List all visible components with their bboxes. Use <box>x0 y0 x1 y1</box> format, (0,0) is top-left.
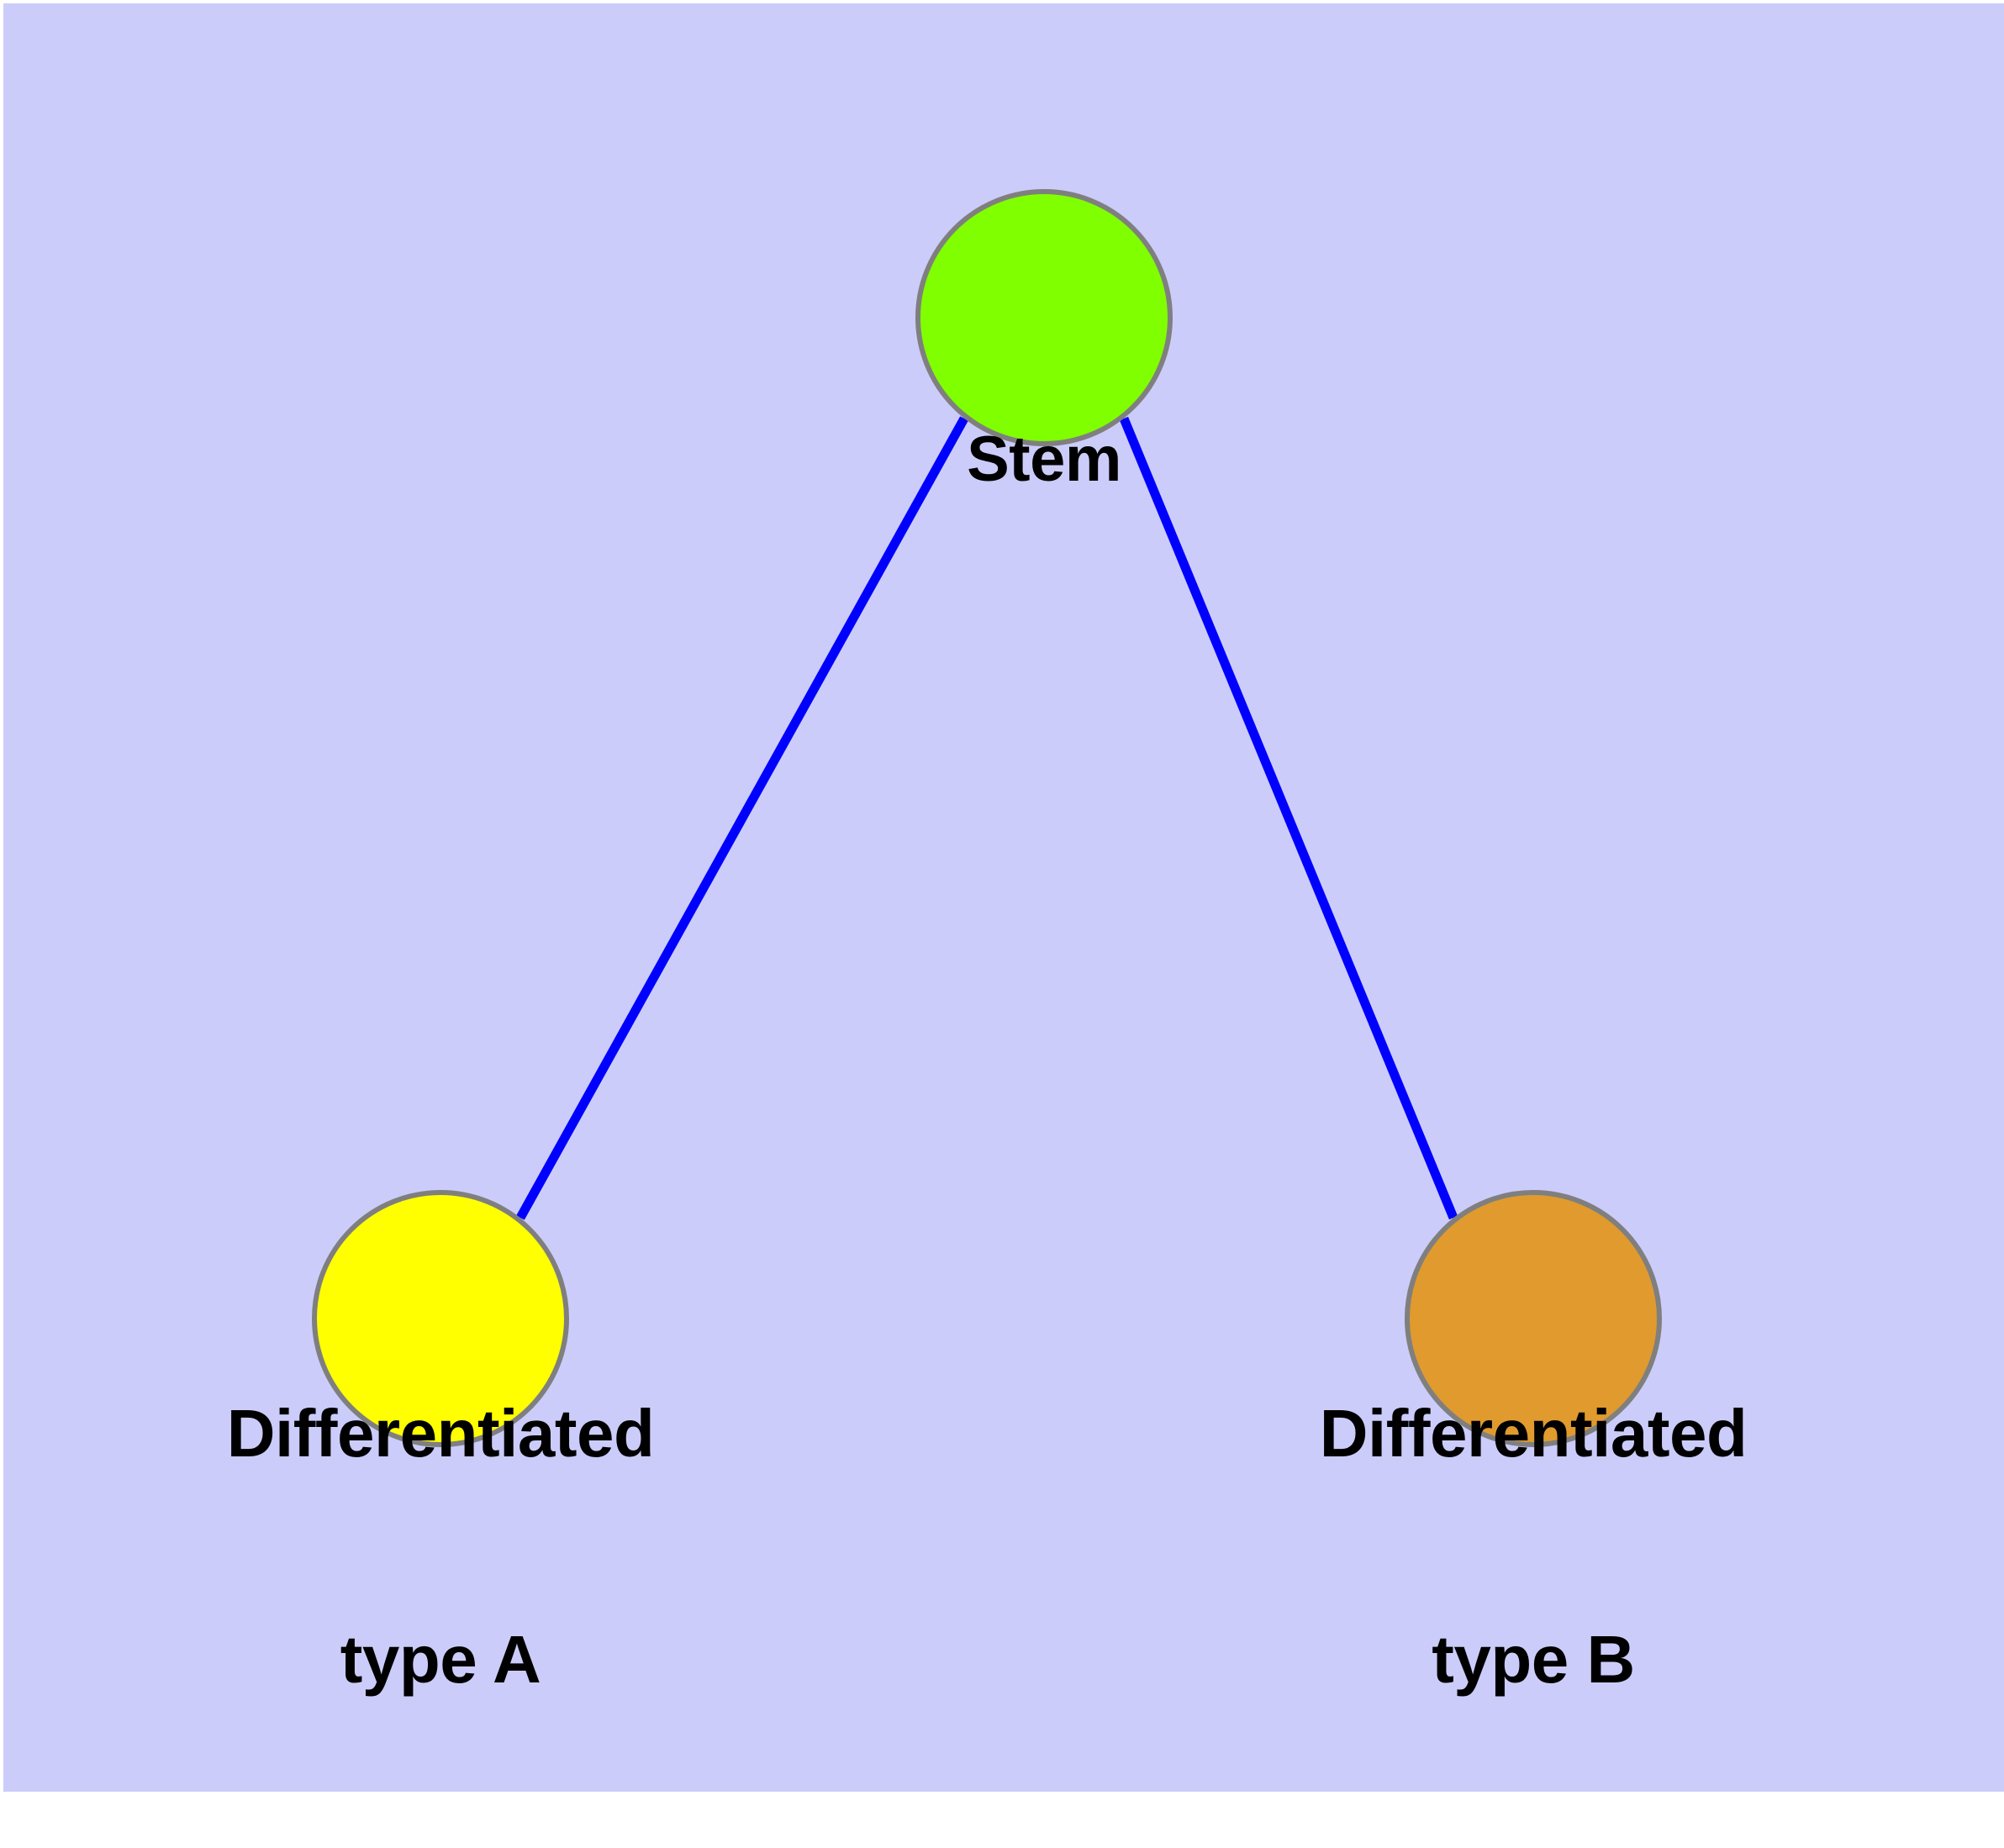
diagram-canvas: Stem Differentiated type A Differentiate… <box>0 0 2004 1797</box>
node-stem[interactable] <box>915 189 1173 446</box>
node-label-diff-b-line-2: type B <box>1432 1621 1635 1697</box>
node-differentiated-type-b[interactable] <box>1405 1190 1662 1447</box>
node-differentiated-type-a[interactable] <box>312 1190 569 1447</box>
edge-stem-to-diff-a <box>516 416 968 1220</box>
node-label-diff-a-line-2: type A <box>340 1621 541 1697</box>
edge-stem-to-diff-b <box>1119 416 1458 1220</box>
